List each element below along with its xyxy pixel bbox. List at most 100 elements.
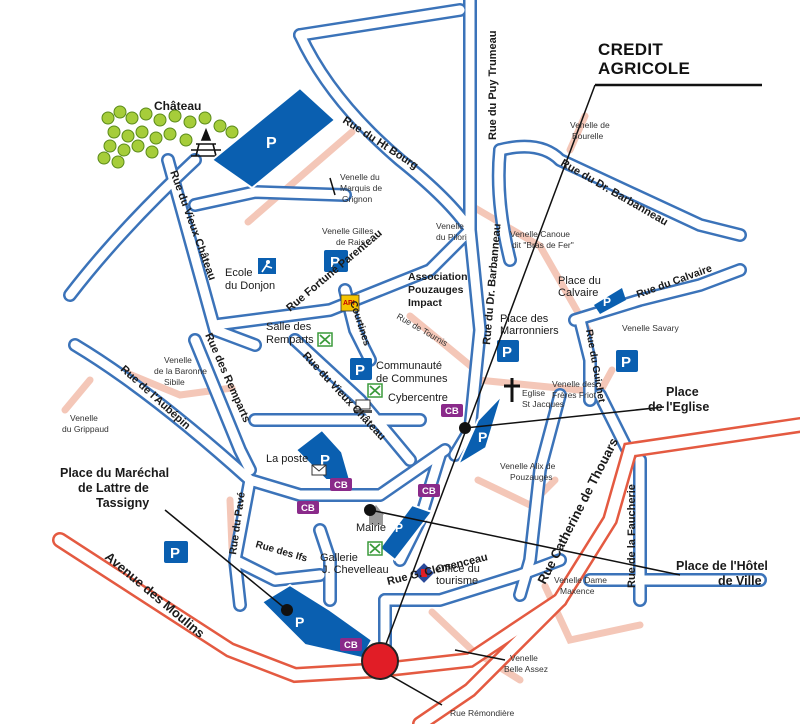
street-label: Rue Rémondière (450, 708, 515, 718)
cb-badge-text: CB (445, 406, 459, 417)
ecole-label: du Donjon (225, 280, 275, 292)
parking-labels: P P P P P (266, 135, 487, 630)
cb-badge-text: CB (301, 503, 315, 514)
parking-sign-letter: P (330, 254, 340, 271)
salle-remparts-icon (317, 332, 333, 347)
church-cross-icon (504, 378, 520, 402)
venelle-label: Sibile (164, 377, 185, 387)
venelle-label: Venelle Canoue (510, 229, 570, 239)
place-hotel-ville-title: Place de l'Hôtel (676, 559, 768, 573)
venelle-label: de Rais (336, 237, 365, 247)
parking-sign-letter: P (502, 344, 512, 361)
tourism-info-icon (414, 563, 434, 583)
venelle-label: Maxence (560, 586, 595, 596)
cybercentre-label: Cybercentre (388, 392, 448, 404)
la-poste-label: La poste (266, 453, 308, 465)
place-marechal-title: de Lattre de (78, 481, 149, 495)
place-calvaire-label: Calvaire (558, 287, 598, 299)
cash-machine-badges: CB CB CB CB CB (297, 404, 463, 651)
mairie-label: Mairie (356, 522, 386, 534)
credit-agricole-title: AGRICOLE (598, 59, 690, 78)
parking-sign-moulins: P (164, 541, 188, 563)
callout-dots (281, 422, 471, 616)
street-label: Rue du Puy Trumeau (487, 31, 499, 140)
parking-lot-mairie (378, 503, 434, 562)
place-hotel-ville-title: de Ville (718, 574, 762, 588)
communaute-label: Communauté (376, 360, 442, 372)
cb-badge: CB (330, 478, 352, 491)
venelle-label: de la Baronne (154, 366, 207, 376)
venelle-label: Grignon (342, 194, 373, 204)
eglise-label: St Jacques (522, 399, 564, 409)
picnic-table-icon (191, 127, 221, 157)
venelle-label: Venelle des (552, 379, 596, 389)
parking-lot-chateau (210, 86, 337, 190)
venelle-label: du Pilori (436, 232, 467, 242)
street-label: Rue des Ifs (254, 539, 309, 564)
cb-badge-text: CB (344, 640, 358, 651)
mail-icon (311, 464, 327, 476)
parking-sign-letter: P (170, 545, 180, 562)
venelle-label: Venelle (510, 653, 538, 663)
credit-agricole-title: CREDIT (598, 40, 663, 59)
parking-sign-communaute: P (350, 358, 372, 380)
venelle-label: Pouzauges (510, 472, 553, 482)
venelle-label: Venelle (436, 221, 464, 231)
parking-symbol: P (266, 135, 277, 152)
venelle-label: Bourelle (572, 131, 603, 141)
street-label: Rue de la Faucherie (626, 484, 638, 588)
cb-badge: CB (297, 501, 319, 514)
street-label: Avenue des Moulins (102, 549, 208, 641)
parking-lot-eglise (455, 394, 503, 468)
place-eglise-title: Place (666, 385, 699, 399)
callout-titles: CREDIT AGRICOLE Place de l'Eglise Place … (60, 40, 768, 588)
venelle-label: Venelle Alix de (500, 461, 556, 471)
parking-sign-letter: P (621, 354, 631, 371)
communaute-icon (367, 383, 383, 398)
association-label: Impact (408, 297, 442, 309)
galerie-icon (367, 541, 383, 556)
association-building-icon: API (340, 294, 360, 312)
parking-symbol: P (478, 429, 487, 445)
street-label: Rue de Tournis (395, 311, 449, 348)
salle-label: Remparts (266, 334, 314, 346)
school-icon (258, 258, 276, 274)
main-roads (52, 417, 800, 724)
place-marechal-title: Place du Maréchal (60, 466, 169, 480)
computer-icon (354, 399, 372, 413)
cb-badge-text: CB (422, 486, 436, 497)
venelle-label: dit "Bras de Fer" (512, 240, 574, 250)
venelle-label: Venelle Dame (554, 575, 607, 585)
venelle-label: Venelle du (340, 172, 380, 182)
parking-sign-ecole: P (324, 250, 348, 272)
cb-badge: CB (418, 484, 440, 497)
parking-symbol: P (395, 521, 403, 535)
callout-lines (164, 83, 762, 706)
place-marechal-title: Tassigny (96, 496, 149, 510)
association-label: Pouzauges (408, 284, 464, 296)
ecole-label: Ecole (225, 267, 253, 279)
parking-sign-guichet: P (616, 350, 638, 372)
venelle-label: Venelle Savary (622, 323, 679, 333)
api-label: API (343, 300, 355, 307)
office-label: Office du (436, 563, 480, 575)
parking-sign-letter: P (603, 295, 611, 309)
place-labels: Château Venelle du Marquis de Grignon Ve… (62, 99, 679, 674)
cb-badge-text: CB (334, 480, 348, 491)
chateau-label: Château (154, 99, 201, 113)
parking-symbol: P (320, 452, 330, 469)
venelle-label: Belle Assez (504, 664, 548, 674)
street-label: Rue du Dr. Barbanneau (559, 157, 670, 228)
parking-sign-marronniers: P (497, 340, 519, 362)
galerie-label: J. Chevelleau (322, 564, 389, 576)
venelle-label: Venelle (164, 355, 192, 365)
office-label: tourisme (436, 575, 478, 587)
parking-sign-letter: P (355, 362, 365, 379)
communaute-label: de Communes (376, 373, 448, 385)
credit-agricole-marker[interactable] (361, 642, 399, 680)
venelle-label: Venelle (70, 413, 98, 423)
venelle-label: Marquis de (340, 183, 382, 193)
cb-badge: CB (441, 404, 463, 417)
place-marronniers-label: Place des (500, 313, 549, 325)
